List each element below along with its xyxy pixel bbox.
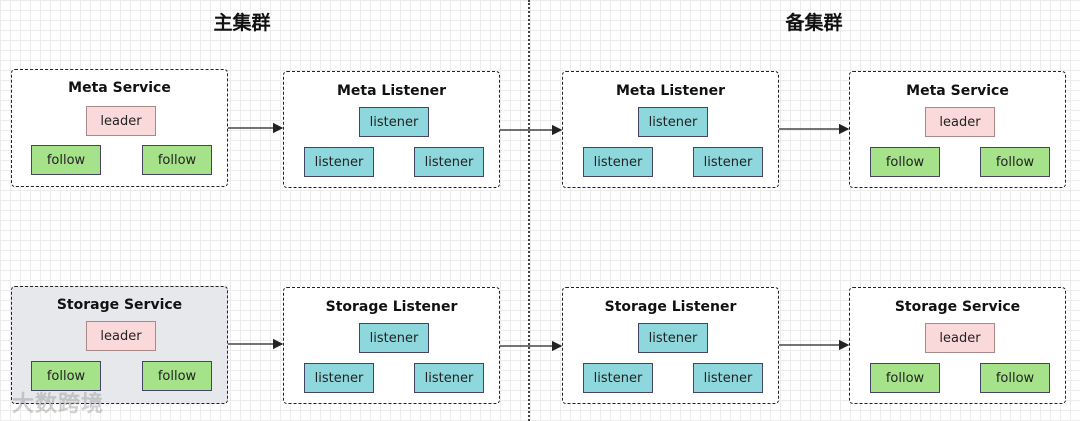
listener-node: listener: [693, 147, 763, 177]
follow-node: follow: [142, 361, 212, 391]
leader-node: leader: [86, 321, 156, 351]
storage-listener-primary-box: Storage Listener listener listener liste…: [283, 287, 500, 404]
follow-node: follow: [31, 361, 101, 391]
storage-service-standby-box: Storage Service leader follow follow: [849, 287, 1066, 404]
box-title: Meta Listener: [336, 83, 447, 99]
follow-node: follow: [980, 147, 1050, 177]
watermark: 大数跨境: [12, 392, 105, 417]
listener-node: listener: [638, 323, 708, 353]
follow-node: follow: [870, 147, 940, 177]
leader-node: leader: [925, 323, 995, 353]
meta-listener-standby-box: Meta Listener listener listener listener: [562, 71, 779, 188]
follow-node: follow: [980, 363, 1050, 393]
meta-service-primary-box: Meta Service leader follow follow: [11, 69, 228, 187]
follow-node: follow: [31, 145, 101, 175]
listener-node: listener: [304, 147, 374, 177]
box-title: Storage Listener: [604, 299, 737, 315]
follow-node: follow: [870, 363, 940, 393]
listener-node: listener: [583, 147, 653, 177]
box-title: Meta Service: [68, 80, 171, 96]
listener-node: listener: [693, 363, 763, 393]
cluster-title-primary: 主集群: [213, 12, 271, 34]
storage-listener-standby-box: Storage Listener listener listener liste…: [562, 287, 779, 404]
listener-node: listener: [414, 147, 484, 177]
leader-node: leader: [86, 106, 156, 136]
meta-service-standby-box: Meta Service leader follow follow: [849, 71, 1066, 188]
cluster-divider: [528, 0, 530, 421]
listener-node: listener: [414, 363, 484, 393]
listener-node: listener: [304, 363, 374, 393]
listener-node: listener: [638, 107, 708, 137]
cluster-title-standby: 备集群: [785, 12, 843, 34]
box-title: Storage Service: [894, 299, 1021, 315]
box-title: Meta Service: [906, 83, 1009, 99]
box-title: Storage Listener: [325, 299, 458, 315]
box-title: Storage Service: [56, 297, 183, 313]
meta-listener-primary-box: Meta Listener listener listener listener: [283, 71, 500, 188]
listener-node: listener: [583, 363, 653, 393]
listener-node: listener: [359, 107, 429, 137]
follow-node: follow: [142, 145, 212, 175]
leader-node: leader: [925, 107, 995, 137]
storage-service-primary-box: Storage Service leader follow follow: [11, 286, 228, 404]
listener-node: listener: [359, 323, 429, 353]
box-title: Meta Listener: [615, 83, 726, 99]
